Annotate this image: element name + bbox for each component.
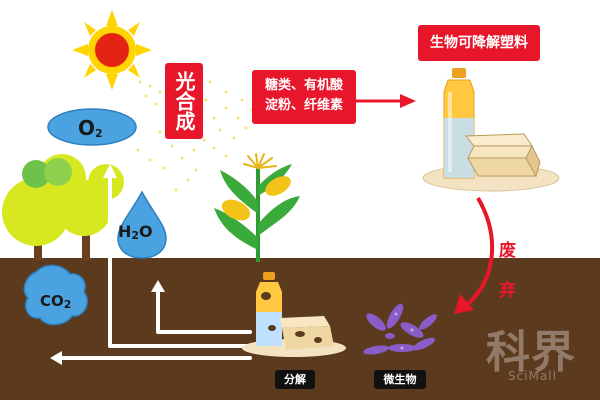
co2-label: CO2 bbox=[40, 292, 71, 311]
corn-plant-icon bbox=[214, 153, 300, 262]
arrow-icon bbox=[356, 94, 416, 108]
waste-label-2: 弃 bbox=[499, 281, 516, 301]
h2o-h: H bbox=[118, 222, 132, 241]
bottle-icon bbox=[443, 68, 475, 179]
o2-bubble bbox=[47, 108, 137, 146]
box-icon bbox=[280, 316, 334, 350]
waste-label-1: 废 bbox=[499, 241, 516, 261]
arrow-icon bbox=[58, 174, 252, 360]
h2o-o: O bbox=[139, 222, 153, 241]
waste-arrowhead bbox=[454, 294, 474, 314]
sun-icon bbox=[72, 10, 152, 90]
o2-label: O2 bbox=[78, 116, 103, 140]
tree-icon bbox=[2, 154, 124, 260]
waste-arrow bbox=[466, 196, 495, 306]
microbe-detail bbox=[394, 312, 414, 350]
arrowheads bbox=[50, 164, 165, 365]
co2-blob bbox=[23, 264, 88, 326]
o2-base: O bbox=[78, 116, 96, 140]
h2o-sub: 2 bbox=[131, 229, 140, 242]
watermark-text: SciMall bbox=[508, 369, 557, 383]
decompose-label: 分解 bbox=[275, 370, 315, 389]
h2o-drop bbox=[117, 190, 167, 259]
sugar-line-1: 糖类、有机酸 bbox=[264, 78, 343, 93]
microbe-label: 微生物 bbox=[374, 370, 426, 389]
sugar-line-2: 淀粉、纤维素 bbox=[264, 98, 343, 113]
bottle-icon bbox=[256, 272, 282, 346]
watermark-logo: 科界 bbox=[486, 327, 576, 378]
co2-base: CO bbox=[40, 292, 64, 310]
bioplastic-label: 生物可降解塑料 bbox=[418, 25, 540, 61]
h2o-label: H2O bbox=[118, 222, 153, 242]
sugar-products-label: 糖类、有机酸 淀粉、纤维素 bbox=[252, 70, 356, 124]
photosynthesis-label: 光合成 bbox=[165, 63, 203, 139]
co2-sub: 2 bbox=[63, 298, 72, 311]
o2-sub: 2 bbox=[95, 127, 103, 140]
box-icon bbox=[464, 133, 541, 178]
